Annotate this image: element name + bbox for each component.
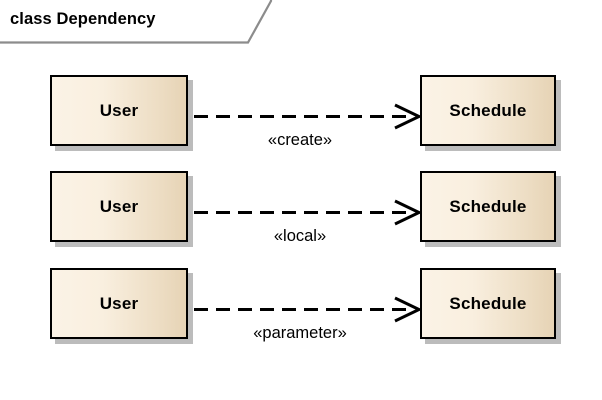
- open-arrowhead-icon: [394, 199, 423, 226]
- class-box-schedule-1[interactable]: Schedule: [420, 75, 556, 146]
- class-box-user-2[interactable]: User: [50, 171, 188, 242]
- class-name-label: User: [99, 293, 139, 313]
- stereotype-label-local: «local»: [273, 227, 327, 245]
- dependency-arrow-create: [194, 103, 423, 130]
- class-box-user-3[interactable]: User: [50, 268, 188, 339]
- open-arrowhead-icon: [394, 103, 423, 130]
- open-arrowhead-icon: [394, 296, 423, 323]
- dependency-arrow-parameter: [194, 296, 423, 323]
- class-name-label: Schedule: [449, 196, 527, 216]
- page-title: class Dependency: [10, 10, 156, 28]
- stereotype-label-parameter: «parameter»: [253, 324, 347, 342]
- stereotype-label-create: «create»: [267, 131, 333, 149]
- class-box-user-1[interactable]: User: [50, 75, 188, 146]
- dependency-arrow-local: [194, 199, 423, 226]
- class-name-label: Schedule: [449, 100, 527, 120]
- class-box-schedule-3[interactable]: Schedule: [420, 268, 556, 339]
- class-box-schedule-2[interactable]: Schedule: [420, 171, 556, 242]
- class-name-label: User: [99, 196, 139, 216]
- class-name-label: User: [99, 100, 139, 120]
- class-name-label: Schedule: [449, 293, 527, 313]
